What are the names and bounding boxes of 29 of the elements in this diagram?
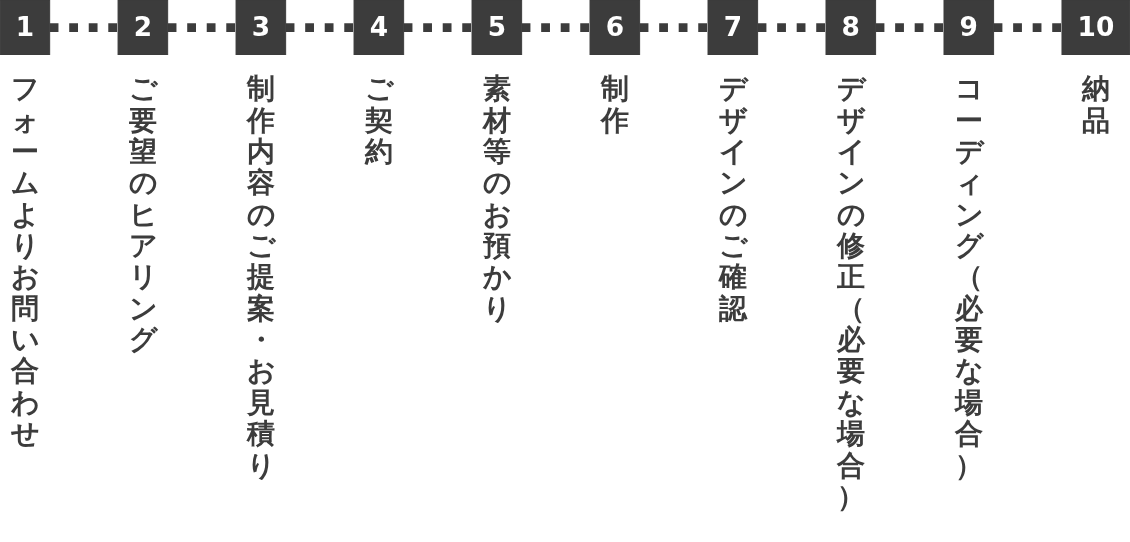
node-box: 3 <box>235 0 287 56</box>
node-box: 7 <box>707 0 759 56</box>
node-box: 6 <box>589 0 641 56</box>
node-box: 10 <box>1061 0 1130 56</box>
connector <box>875 23 944 32</box>
connector <box>285 23 355 32</box>
connector <box>403 23 472 32</box>
connector <box>49 23 119 32</box>
connector <box>993 23 1062 32</box>
connector <box>521 23 590 32</box>
node-box: 1 <box>0 0 51 56</box>
node-box: 8 <box>825 0 877 56</box>
step-description: 制作内容のご提案・お見積り <box>246 73 275 481</box>
step-description: ご要望のヒアリング <box>128 73 157 356</box>
step-description: デザインの修正（必要な場合） <box>836 73 865 513</box>
node-box: 9 <box>943 0 995 56</box>
connector <box>757 23 826 32</box>
step-description: 納品 <box>1081 73 1110 136</box>
node-box: 5 <box>471 0 523 56</box>
step-description: ご契約 <box>364 73 393 168</box>
node-box: 4 <box>353 0 405 56</box>
connector <box>639 23 708 32</box>
step-description: 制作 <box>600 73 629 136</box>
step-description: 素材等のお預かり <box>482 73 511 325</box>
step-description: コーディング（必要な場合） <box>954 73 983 481</box>
connector <box>167 23 237 32</box>
node-box: 2 <box>117 0 169 56</box>
step-description: フォームよりお問い合わせ <box>10 73 39 450</box>
step-description: デザインのご確認 <box>718 73 747 325</box>
